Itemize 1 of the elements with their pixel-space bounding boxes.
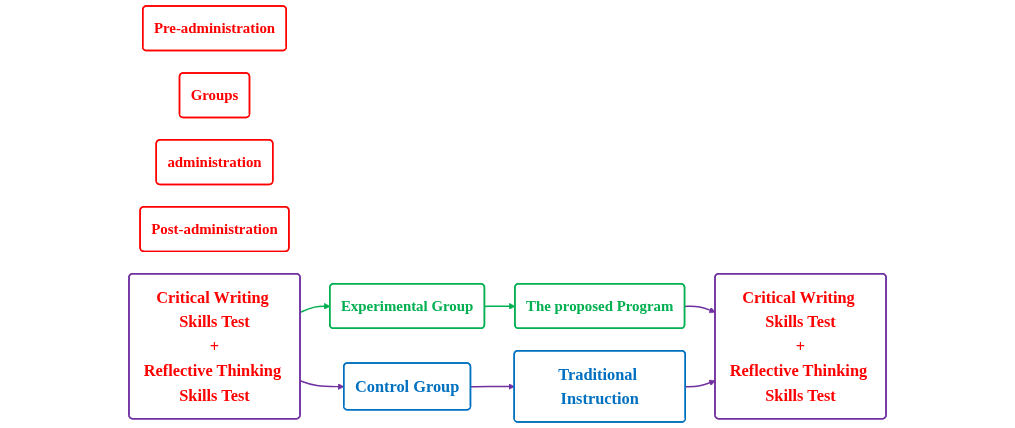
arrow <box>470 383 515 390</box>
